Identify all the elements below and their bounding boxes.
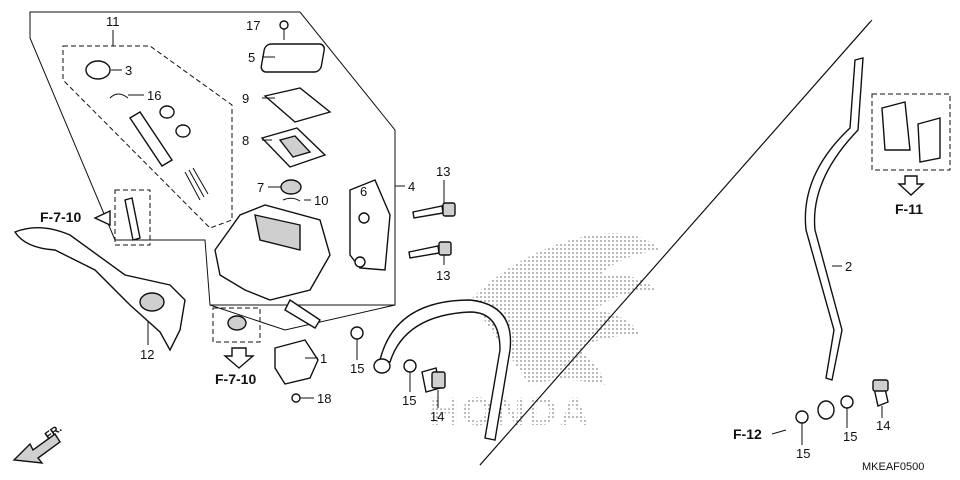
ref-arrow-down-a <box>223 347 255 369</box>
callout-2: 2 <box>845 259 852 274</box>
ref-arrow-down-b <box>897 175 925 196</box>
holder-bolt-lower <box>408 241 452 259</box>
holder-clamp <box>349 179 391 271</box>
washer-a <box>350 326 364 340</box>
master-cylinder-body <box>214 204 331 329</box>
washer-c <box>795 410 809 424</box>
callout-12: 12 <box>140 347 154 362</box>
cup-secondary <box>175 124 191 138</box>
callout-8: 8 <box>242 133 249 148</box>
ref-label-f-11: F-11 <box>895 201 923 217</box>
cap-bolt-17 <box>279 20 289 40</box>
holder-bolt-upper <box>412 202 456 219</box>
hose-guide-right <box>479 19 873 466</box>
ref-label-f-7-10-bottom: F-7-10 <box>215 371 256 387</box>
float <box>280 179 302 195</box>
pivot-nut <box>227 315 247 331</box>
callout-13-lower: 13 <box>436 268 450 283</box>
spring <box>184 167 209 201</box>
circlip <box>109 93 129 99</box>
washer-b <box>403 359 417 373</box>
hose-eye-lower <box>817 400 835 420</box>
piston <box>129 111 173 167</box>
ref-arrow-f12 <box>771 429 787 435</box>
stop-switch <box>274 339 319 385</box>
callout-15-a: 15 <box>350 361 364 376</box>
callout-15-b: 15 <box>402 393 416 408</box>
callout-13-upper: 13 <box>436 164 450 179</box>
clamp-hole-bottom <box>354 256 366 268</box>
leader-lines <box>111 30 883 445</box>
callout-11: 11 <box>106 14 120 29</box>
ref-label-f-12: F-12 <box>733 426 762 442</box>
nut-frame <box>212 307 261 343</box>
pivot-bolt-frame <box>114 189 151 246</box>
cup-primary <box>159 105 175 119</box>
diaphragm-inner <box>278 135 312 158</box>
direction-label: FR. <box>43 422 64 442</box>
caliper-part-a <box>881 101 911 151</box>
callout-15-d: 15 <box>796 446 810 461</box>
wing-mark <box>470 233 660 385</box>
washer-d <box>840 395 854 409</box>
brake-hose-lower <box>804 57 864 381</box>
brake-lever <box>13 227 186 352</box>
reservoir-cap <box>260 43 325 73</box>
callout-16: 16 <box>147 88 161 103</box>
callout-14-a: 14 <box>430 409 444 424</box>
callout-7: 7 <box>257 180 264 195</box>
callout-10: 10 <box>314 193 328 208</box>
pivot-bolt <box>124 197 141 241</box>
oil-bolt-b <box>872 379 889 407</box>
clamp-hole-top <box>358 212 370 224</box>
lever-pivot <box>139 292 165 312</box>
caliper-frame <box>871 93 951 171</box>
boot <box>85 60 111 80</box>
ref-label-f-7-10-left: F-7-10 <box>40 209 81 225</box>
watermark-text: HONDA <box>430 390 592 434</box>
cap-plate <box>263 87 332 123</box>
ref-arrow-left <box>93 209 111 227</box>
callout-9: 9 <box>242 91 249 106</box>
assembly-frame-lower <box>209 304 396 331</box>
callout-4: 4 <box>408 179 415 194</box>
oil-bolt-a <box>421 367 446 393</box>
callout-17: 17 <box>246 18 260 33</box>
snap-ring <box>282 197 301 202</box>
callout-18: 18 <box>317 391 331 406</box>
caliper-part-b <box>917 117 941 163</box>
diagram-code: MKEAF0500 <box>862 461 924 473</box>
brand-watermark: HONDA <box>430 233 660 434</box>
callout-1: 1 <box>320 351 327 366</box>
switch-screw <box>291 393 301 403</box>
callout-6: 6 <box>360 184 367 199</box>
front-direction-arrow: FR. <box>12 422 64 464</box>
callout-3: 3 <box>125 63 132 78</box>
hose-eye-upper <box>373 358 391 374</box>
callout-15-c: 15 <box>843 429 857 444</box>
callout-5: 5 <box>248 50 255 65</box>
callout-14-b: 14 <box>876 418 890 433</box>
brake-hose-upper <box>379 299 512 441</box>
